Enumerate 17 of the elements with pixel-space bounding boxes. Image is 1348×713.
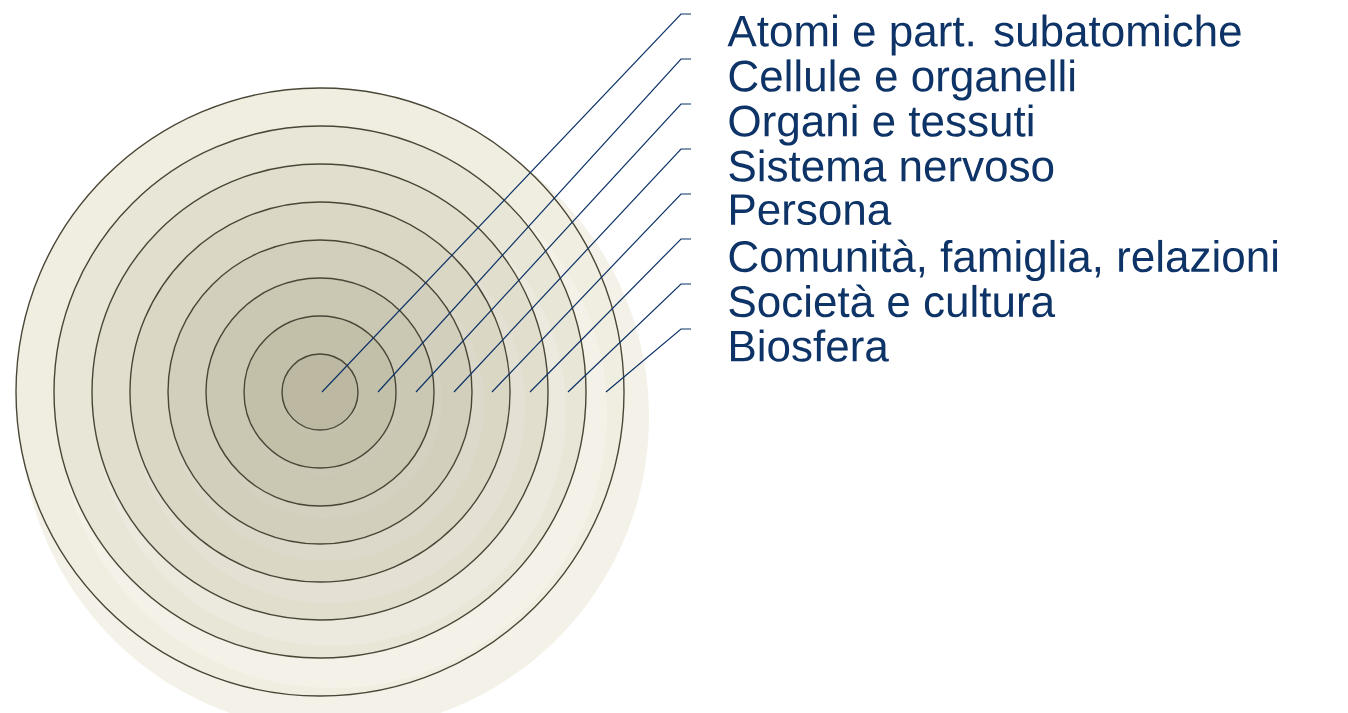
level-label: Sistema nervoso (729, 149, 1054, 182)
leader-line (567, 283, 692, 393)
level-label: Organi e tessuti (729, 104, 1033, 146)
level-label: Biosfera (731, 329, 889, 362)
leader-line (377, 58, 692, 393)
leader-line (605, 328, 692, 393)
level-label: Società e cultura (729, 284, 1056, 318)
ring-circle (281, 353, 359, 431)
leader-line (453, 148, 692, 393)
leader-line (415, 103, 692, 393)
level-label: Persona (731, 194, 892, 226)
level-label: Cellule e organelli (729, 59, 1075, 101)
level-label: Comunità, famiglia, relazioni (729, 239, 1277, 281)
leader-line (321, 13, 692, 393)
leader-line (491, 193, 692, 393)
level-label: Atomi e part. subatomiche (727, 14, 1241, 56)
leader-line (529, 238, 692, 393)
